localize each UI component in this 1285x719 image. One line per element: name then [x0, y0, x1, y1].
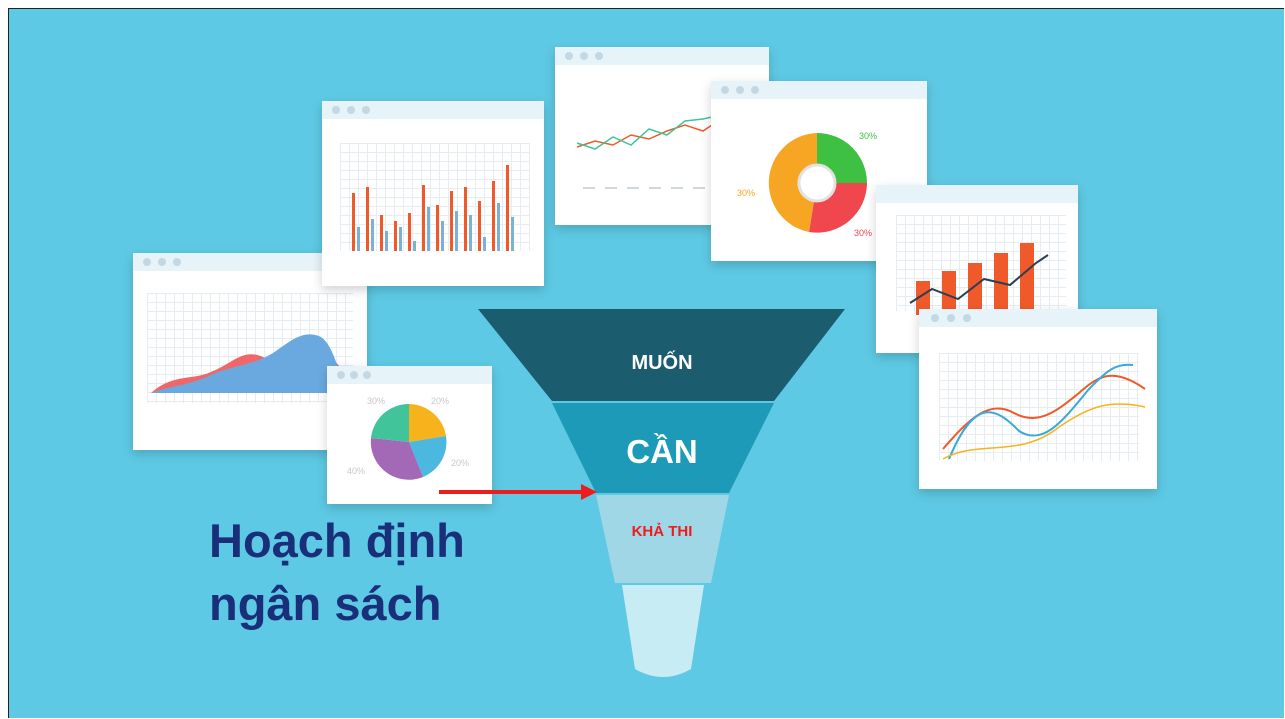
bar-mark — [394, 221, 397, 251]
pie-label-right: 20% — [451, 458, 469, 468]
window-title-bar — [322, 101, 544, 119]
donut-chart-graphic: 30% 30% 30% — [737, 131, 877, 238]
donut-slice-green — [817, 133, 867, 183]
window-dot-icon — [963, 314, 971, 322]
donut-slice-red — [809, 183, 867, 233]
window-dot-icon — [736, 86, 744, 94]
pie-chart-window: 30% 20% 20% 40% — [327, 366, 492, 504]
window-title-bar — [876, 185, 1078, 203]
bar-mark — [413, 241, 416, 251]
window-title-bar — [711, 81, 927, 99]
funnel-label-feasible: KHẢ THI — [631, 523, 693, 540]
window-dot-icon — [751, 86, 759, 94]
window-dot-icon — [931, 314, 939, 322]
funnel-label-want: MUỐN — [631, 352, 693, 374]
donut-slice-orange — [768, 133, 817, 232]
axis-tick — [583, 187, 595, 189]
bar-mark — [352, 193, 355, 251]
bar-mark — [427, 207, 430, 251]
funnel-level-need — [552, 403, 774, 493]
window-dot-icon — [362, 106, 370, 114]
pie-chart-graphic: 30% 20% 20% 40% — [347, 396, 469, 480]
donut-label-red: 30% — [854, 228, 872, 238]
pie-slice-yellow — [409, 404, 446, 442]
bar-mark — [366, 187, 369, 251]
bar-mark — [357, 227, 360, 251]
window-title-bar — [919, 309, 1157, 327]
bar-mark — [408, 213, 411, 251]
window-dot-icon — [947, 314, 955, 322]
donut-chart-window: 30% 30% 30% — [711, 81, 927, 261]
window-dot-icon — [350, 371, 358, 379]
axis-tick — [627, 187, 639, 189]
pie-slice-blue — [409, 436, 447, 477]
window-title-bar — [555, 47, 769, 65]
pie-label-left: 40% — [347, 466, 365, 476]
funnel-graphic — [478, 309, 845, 677]
window-dot-icon — [347, 106, 355, 114]
title-line-2: ngân sách — [209, 577, 442, 630]
window-dot-icon — [332, 106, 340, 114]
pie-slice-green — [371, 403, 409, 442]
window-dot-icon — [158, 258, 166, 266]
window-dot-icon — [173, 258, 181, 266]
area-chart-graphic — [151, 334, 345, 393]
window-dot-icon — [721, 86, 729, 94]
window-dot-icon — [565, 52, 573, 60]
axis-tick — [671, 187, 683, 189]
chart-grid — [939, 353, 1139, 461]
axis-tick — [649, 187, 661, 189]
bar-trend-graphic — [909, 243, 1049, 315]
arrow-head-icon — [581, 484, 597, 500]
pie-label-top-right: 20% — [431, 396, 449, 406]
window-dot-icon — [595, 52, 603, 60]
bar-mark — [371, 219, 374, 251]
bar-mark — [422, 185, 425, 251]
bar-mark — [385, 231, 388, 251]
pie-slice-purple — [370, 438, 423, 480]
donut-label-orange: 30% — [737, 188, 755, 198]
window-dot-icon — [143, 258, 151, 266]
bar-mark — [399, 227, 402, 251]
funnel-level-feasible — [596, 495, 729, 583]
bar-mark — [464, 187, 467, 251]
window-dot-icon — [363, 371, 371, 379]
curve-chart-window — [919, 309, 1157, 489]
bar-mark — [483, 237, 486, 251]
funnel-level-want — [478, 309, 845, 401]
bar-mark — [511, 217, 514, 251]
bar-mark — [441, 221, 444, 251]
donut-label-green: 30% — [859, 131, 877, 141]
page-title: Hoạch định ngân sách — [209, 509, 465, 635]
bar-mark — [450, 191, 453, 251]
window-title-bar — [327, 366, 492, 384]
title-line-1: Hoạch định — [209, 514, 465, 567]
bar-chart-graphic — [352, 165, 514, 251]
funnel-label-need: CẦN — [626, 433, 698, 470]
pie-label-top-left: 30% — [367, 396, 385, 406]
bar-mark — [455, 211, 458, 251]
bar-mark — [469, 215, 472, 251]
bar-chart-window — [322, 101, 544, 286]
bar-mark — [492, 181, 495, 251]
slide-canvas: 30% 30% 30% 30% 20% 20% — [8, 8, 1284, 718]
window-dot-icon — [337, 371, 345, 379]
bar-mark — [506, 165, 509, 251]
funnel-stem — [622, 585, 704, 677]
bar-mark — [380, 215, 383, 251]
window-dot-icon — [580, 52, 588, 60]
bar-mark — [436, 205, 439, 251]
bar-mark — [478, 201, 481, 251]
bar-mark — [497, 203, 500, 251]
axis-tick — [605, 187, 617, 189]
arrow-graphic — [439, 484, 597, 500]
window-title-bar — [133, 253, 367, 271]
curve-chart-graphic — [942, 363, 1146, 460]
axis-tick — [693, 187, 705, 189]
